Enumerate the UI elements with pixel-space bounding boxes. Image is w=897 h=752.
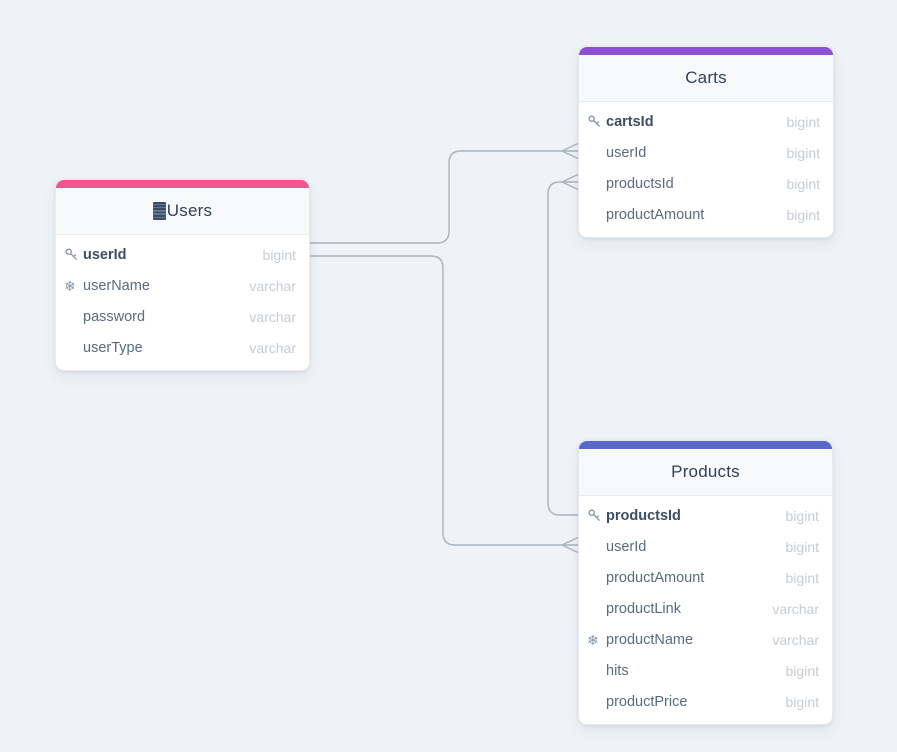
column-row-productprice[interactable]: productPrice bigint (579, 686, 832, 717)
table-accent-bar (579, 47, 833, 55)
column-row-productamount[interactable]: productAmount bigint (579, 199, 833, 230)
column-row-userid[interactable]: userId bigint (56, 239, 309, 270)
column-row-userid[interactable]: userId bigint (579, 531, 832, 562)
column-type: varchar (772, 600, 819, 617)
table-carts-header[interactable]: Carts (579, 55, 833, 102)
table-accent-bar (56, 180, 309, 188)
column-name: userId (606, 144, 647, 161)
relationship-products-carts[interactable] (547, 173, 579, 516)
key-icon (587, 508, 606, 524)
table-products[interactable]: Products productsId bigint userId bigint… (578, 440, 833, 725)
column-type: bigint (785, 693, 819, 710)
column-row-username[interactable]: ❄ userName varchar (56, 270, 309, 301)
snowflake-icon: ❄ (64, 277, 76, 294)
column-row-password[interactable]: password varchar (56, 301, 309, 332)
table-title: Carts (685, 68, 727, 87)
column-name: cartsId (606, 113, 654, 130)
column-name: password (83, 308, 146, 325)
column-type: bigint (786, 206, 820, 223)
key-icon (64, 247, 83, 263)
snowflake-icon: ❄ (587, 631, 599, 648)
column-name: productName (606, 631, 694, 648)
column-type: varchar (249, 339, 296, 356)
column-row-productsid[interactable]: productsId bigint (579, 500, 832, 531)
column-name: userType (83, 339, 143, 356)
column-type: bigint (785, 569, 819, 586)
column-row-cartsid[interactable]: cartsId bigint (579, 106, 833, 137)
column-type: varchar (249, 308, 296, 325)
relationship-users-products[interactable] (310, 255, 579, 554)
column-name: productPrice (606, 693, 688, 710)
table-users-columns: userId bigint ❄ userName varchar passwor… (56, 235, 309, 370)
column-name: productAmount (606, 569, 705, 586)
column-name: userId (83, 246, 127, 263)
table-accent-bar (579, 441, 832, 449)
column-row-usertype[interactable]: userType varchar (56, 332, 309, 363)
column-name: productsId (606, 175, 674, 192)
column-type: bigint (262, 246, 296, 263)
column-type: varchar (249, 277, 296, 294)
column-type: bigint (786, 175, 820, 192)
column-type: varchar (772, 631, 819, 648)
column-name: productLink (606, 600, 681, 617)
list-stripes-icon (152, 202, 166, 220)
table-users[interactable]: Users userId bigint ❄ userName varchar p… (55, 179, 310, 371)
relationship-users-carts[interactable] (310, 142, 579, 244)
table-products-header[interactable]: Products (579, 449, 832, 496)
column-row-hits[interactable]: hits bigint (579, 655, 832, 686)
crows-foot-icon (561, 142, 579, 160)
table-users-header[interactable]: Users (56, 188, 309, 235)
column-type: bigint (785, 507, 819, 524)
column-name: productAmount (606, 206, 705, 223)
crows-foot-icon (561, 536, 579, 554)
column-row-productamount[interactable]: productAmount bigint (579, 562, 832, 593)
column-type: bigint (785, 538, 819, 555)
column-type: bigint (785, 662, 819, 679)
column-name: userName (83, 277, 150, 294)
table-products-columns: productsId bigint userId bigint productA… (579, 496, 832, 724)
column-type: bigint (786, 113, 820, 130)
crows-foot-icon (561, 173, 579, 191)
column-type: bigint (786, 144, 820, 161)
column-row-productsid[interactable]: productsId bigint (579, 168, 833, 199)
column-name: hits (606, 662, 629, 679)
table-carts[interactable]: Carts cartsId bigint userId bigint produ… (578, 46, 834, 238)
column-row-userid[interactable]: userId bigint (579, 137, 833, 168)
column-name: userId (606, 538, 647, 555)
column-row-productname[interactable]: ❄ productName varchar (579, 624, 832, 655)
column-row-productlink[interactable]: productLink varchar (579, 593, 832, 624)
column-name: productsId (606, 507, 681, 524)
key-icon (587, 114, 606, 130)
table-title: Users (166, 201, 213, 220)
table-carts-columns: cartsId bigint userId bigint productsId … (579, 102, 833, 237)
table-title: Products (671, 462, 740, 481)
